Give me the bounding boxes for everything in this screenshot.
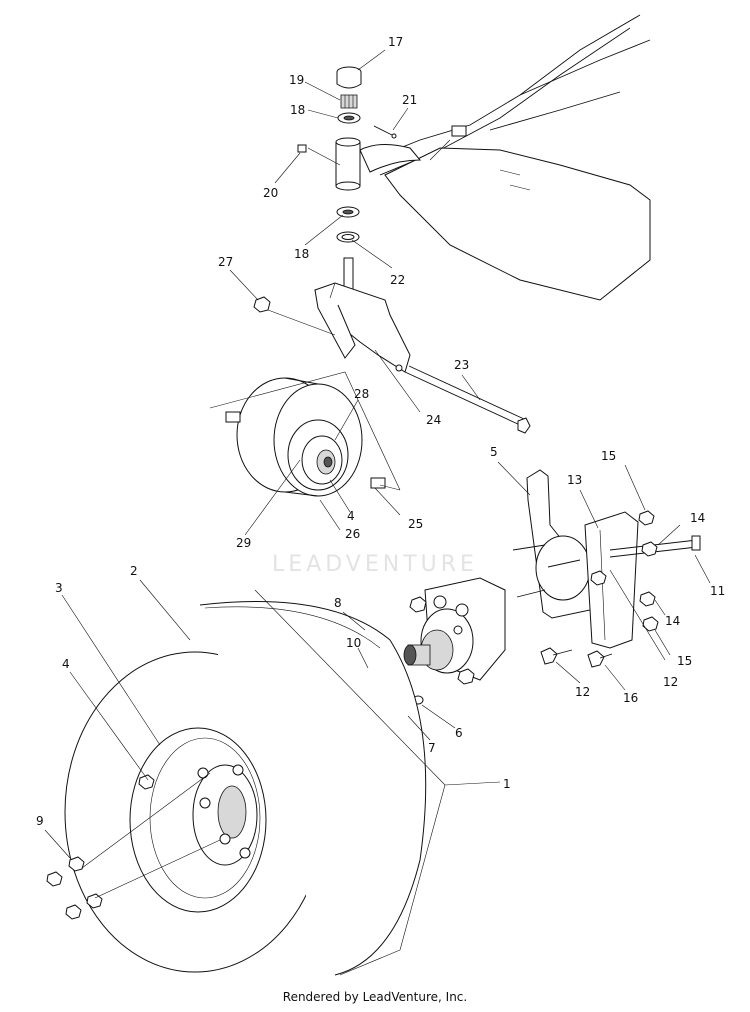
callout-8: 8 <box>334 596 342 610</box>
mount-bracket-13 <box>584 511 639 649</box>
callout-3: 3 <box>55 581 63 595</box>
callout-18-bottom: 18 <box>294 247 309 261</box>
seal-22 <box>336 231 360 243</box>
callout-17: 17 <box>388 35 403 49</box>
cotter-pin-21 <box>373 125 397 139</box>
callout-29: 29 <box>236 536 251 550</box>
callout-24: 24 <box>426 413 441 427</box>
callout-14-top: 14 <box>690 511 705 525</box>
bolts-12-16 <box>540 647 613 668</box>
motor-mount-plate-5 <box>512 469 591 619</box>
wheel-motor <box>403 577 506 685</box>
grease-fitting-20 <box>297 144 307 153</box>
callout-labels: 17 19 18 21 20 18 22 27 23 24 28 25 4 26… <box>36 35 725 828</box>
callout-7: 7 <box>428 741 436 755</box>
callout-23: 23 <box>454 358 469 372</box>
bearing-bottom <box>336 206 360 218</box>
bearing-top <box>337 112 361 124</box>
main-wheel-tire <box>64 601 427 976</box>
callout-4-main: 4 <box>62 657 70 671</box>
lug-nuts-9 <box>46 856 103 920</box>
nut-27 <box>253 296 271 313</box>
axle-bolt-23 <box>404 365 531 434</box>
callout-27: 27 <box>218 255 233 269</box>
callout-26: 26 <box>345 527 360 541</box>
callout-15-top: 15 <box>601 449 616 463</box>
callout-5: 5 <box>490 445 498 459</box>
callout-11: 11 <box>710 584 725 598</box>
callout-18-top: 18 <box>290 103 305 117</box>
leader-lines <box>44 49 711 976</box>
callout-22: 22 <box>390 273 405 287</box>
callout-9: 9 <box>36 814 44 828</box>
pivot-tube <box>335 137 361 191</box>
callout-15-bottom: 15 <box>677 654 692 668</box>
callout-13: 13 <box>567 473 582 487</box>
nuts-14-15 <box>590 510 659 632</box>
castle-nut <box>340 94 358 109</box>
callout-21: 21 <box>402 93 417 107</box>
spacer-right <box>370 477 386 489</box>
callout-12-left: 12 <box>575 685 590 699</box>
frame-deck <box>359 14 651 301</box>
caster-wheel <box>236 377 363 497</box>
callout-20: 20 <box>263 186 278 200</box>
callout-28: 28 <box>354 387 369 401</box>
callout-12-right: 12 <box>663 675 678 689</box>
callout-14-bottom: 14 <box>665 614 680 628</box>
callout-2: 2 <box>130 564 138 578</box>
callout-19: 19 <box>289 73 304 87</box>
caster-cap <box>336 66 362 89</box>
callout-10: 10 <box>346 636 361 650</box>
watermark: LEADVENTURE <box>272 552 478 577</box>
footer-credit: Rendered by LeadVenture, Inc. <box>282 990 468 1004</box>
callout-6: 6 <box>455 726 463 740</box>
callout-1: 1 <box>503 777 511 791</box>
callout-16: 16 <box>623 691 638 705</box>
callout-25: 25 <box>408 517 423 531</box>
spacer-left <box>225 411 241 423</box>
callout-4-caster: 4 <box>347 509 355 523</box>
